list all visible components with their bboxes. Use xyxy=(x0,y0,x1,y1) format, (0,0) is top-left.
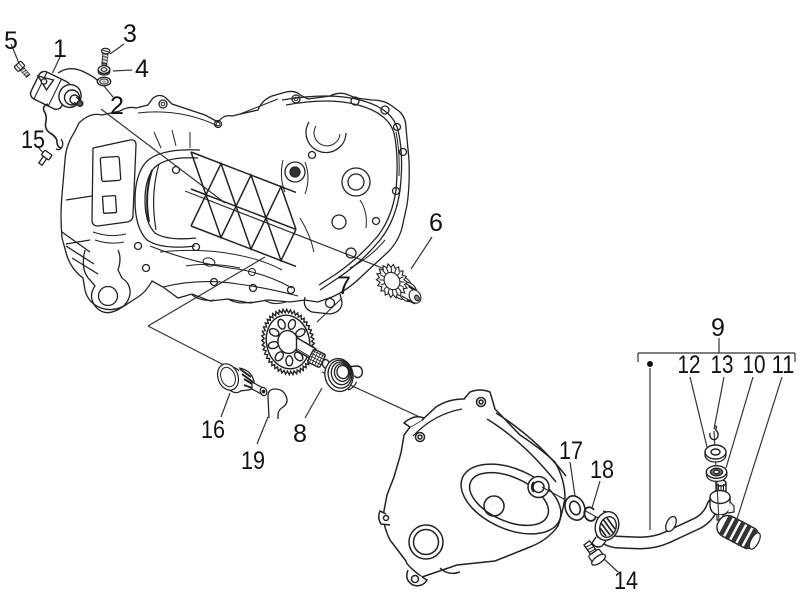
svg-text:5: 5 xyxy=(4,27,18,55)
svg-text:8: 8 xyxy=(293,420,307,448)
svg-text:12: 12 xyxy=(678,351,701,379)
svg-text:14: 14 xyxy=(614,567,638,595)
svg-text:19: 19 xyxy=(241,447,265,475)
svg-text:10: 10 xyxy=(743,351,766,379)
svg-text:16: 16 xyxy=(201,416,225,444)
svg-text:6: 6 xyxy=(429,209,443,237)
svg-text:11: 11 xyxy=(772,351,795,379)
svg-text:17: 17 xyxy=(559,437,583,465)
svg-text:4: 4 xyxy=(135,55,149,83)
svg-text:13: 13 xyxy=(711,351,734,379)
svg-text:15: 15 xyxy=(21,126,45,154)
svg-text:1: 1 xyxy=(53,35,67,63)
svg-text:9: 9 xyxy=(711,314,725,342)
svg-text:7: 7 xyxy=(337,272,351,300)
svg-text:18: 18 xyxy=(590,456,614,484)
svg-text:2: 2 xyxy=(110,92,124,120)
svg-text:3: 3 xyxy=(123,20,137,48)
